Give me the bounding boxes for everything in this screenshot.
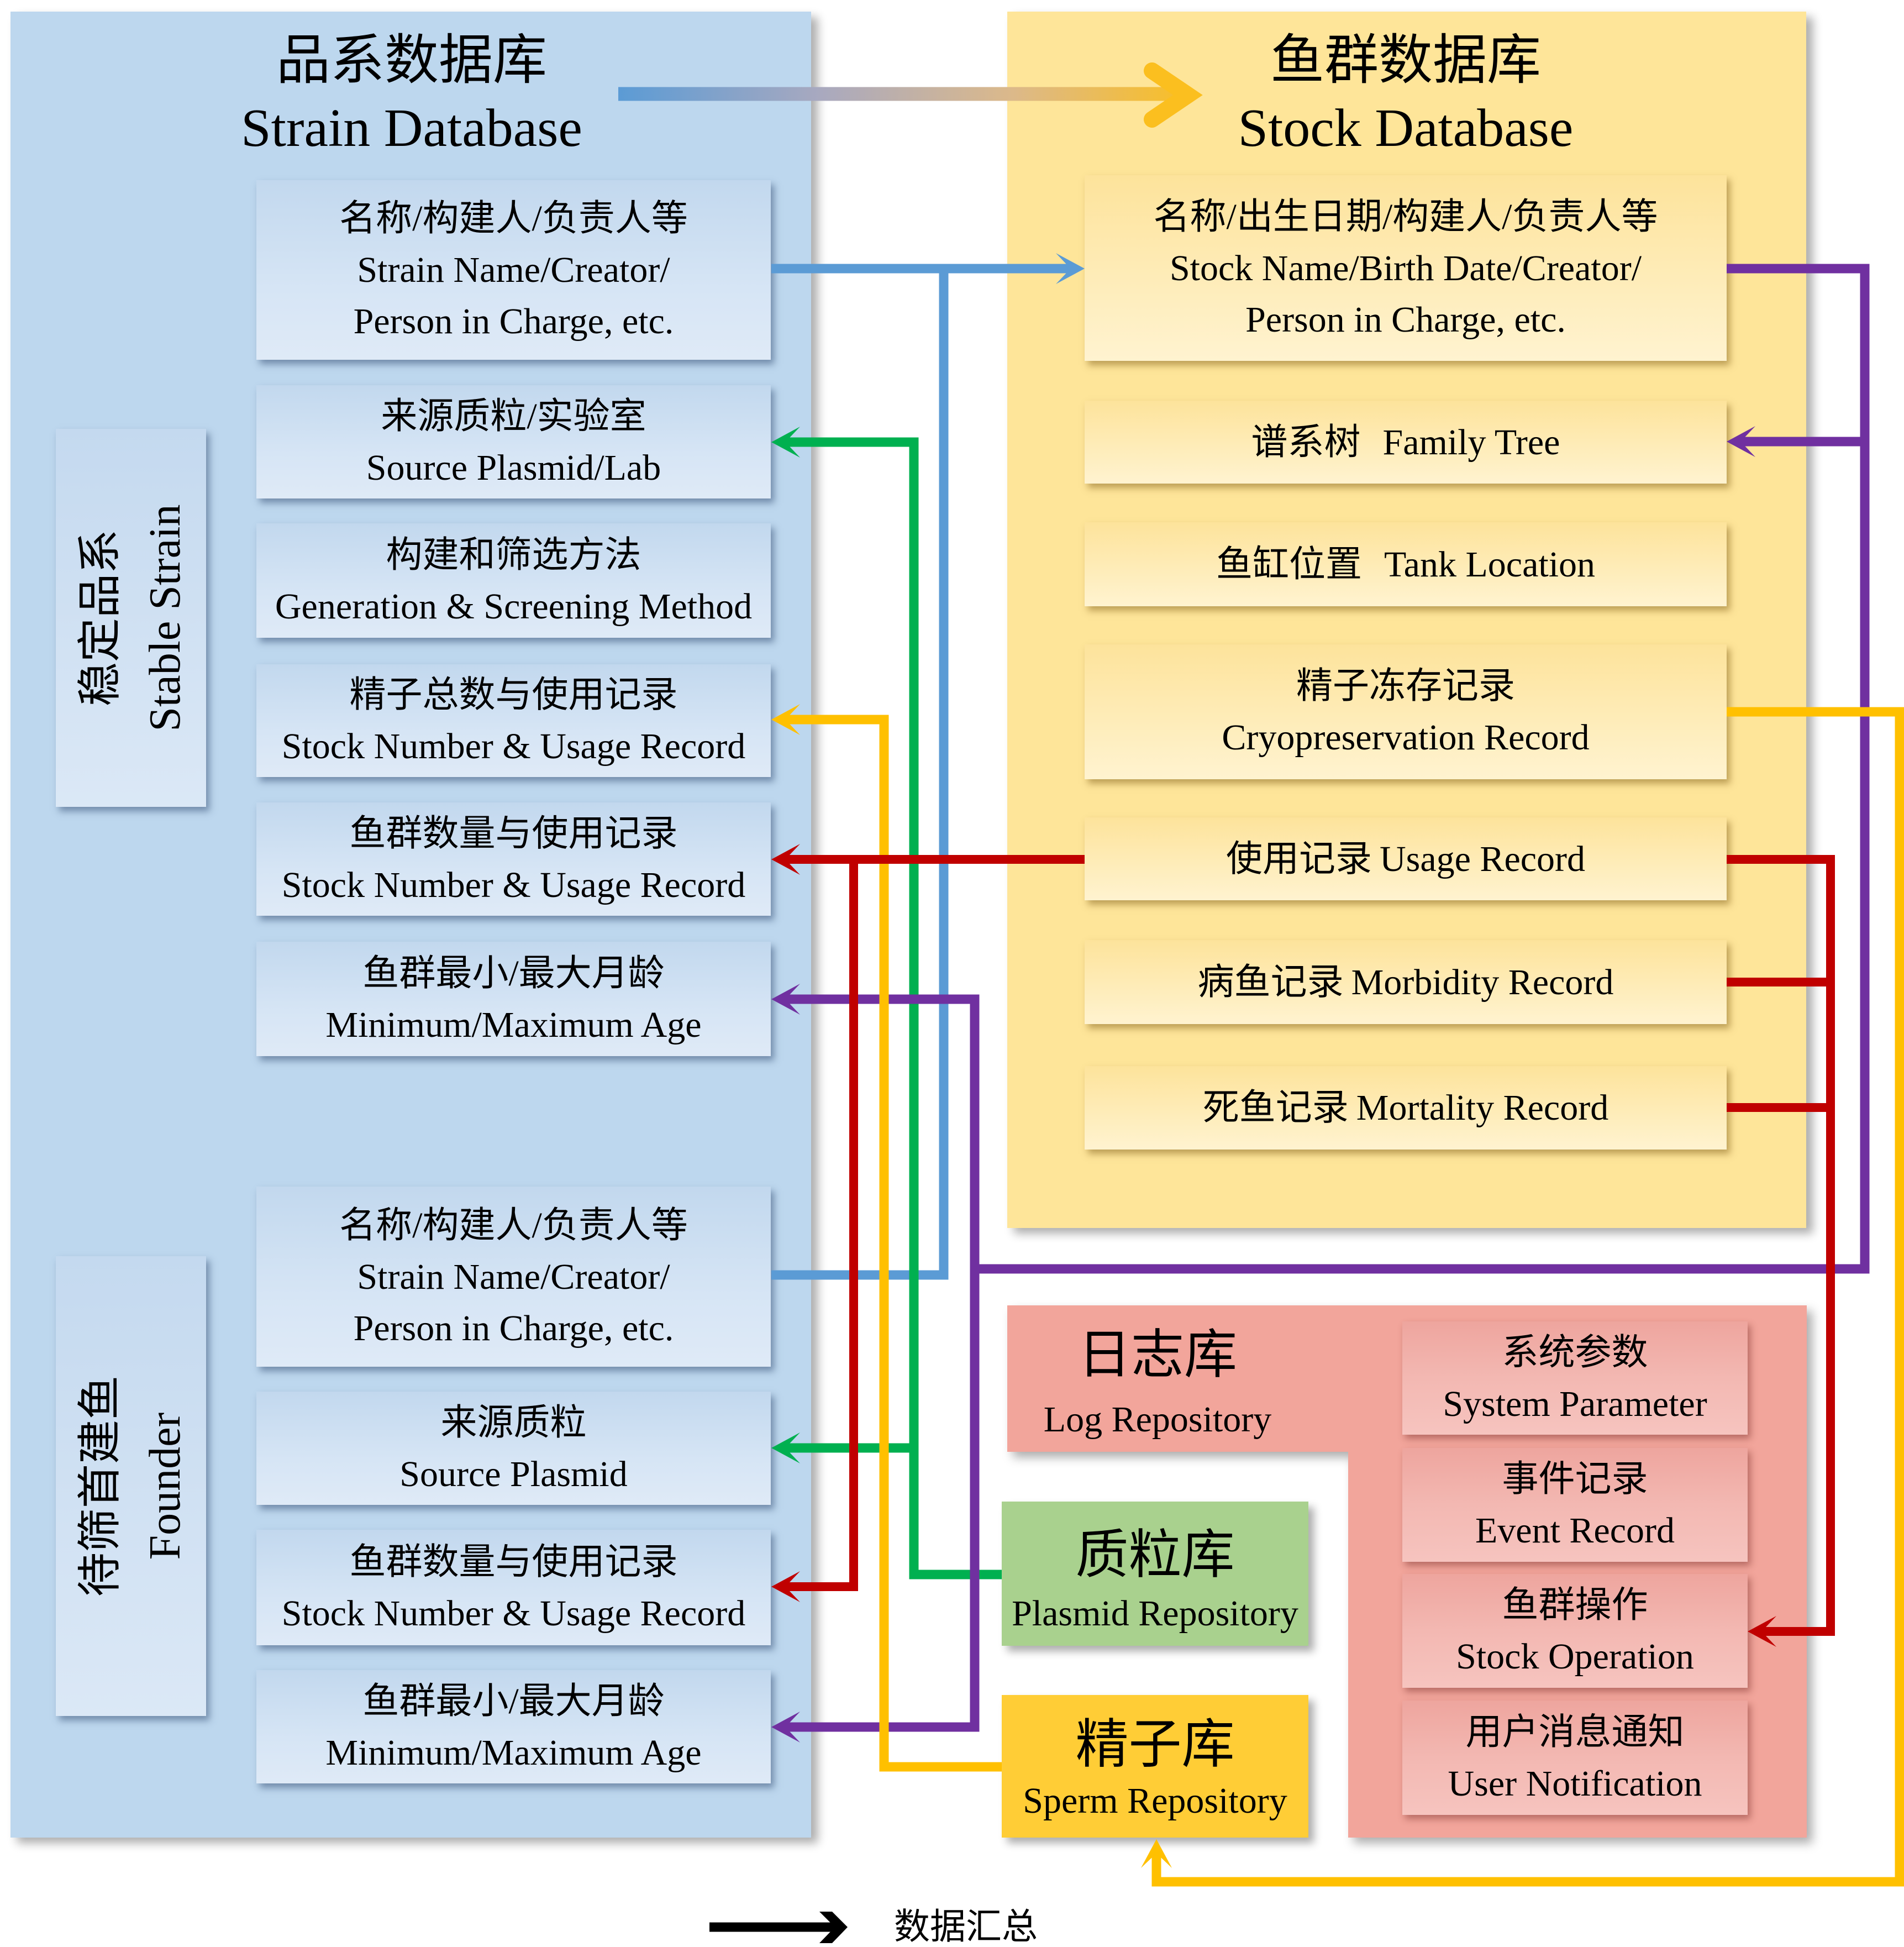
founder-item-source-plasmid: 来源质粒 Source Plasmid (256, 1392, 771, 1505)
item-label-zh: 系统参数 (1502, 1332, 1648, 1373)
connector-sperm-repo-to-sperm-usage (787, 715, 1002, 1772)
arrowhead-sperm-repo (1141, 1839, 1172, 1868)
item-label-zh: 来源质粒 (440, 1402, 587, 1443)
item-label-zh: 名称/出生日期/构建人/负责人等 (1153, 196, 1658, 237)
strain-database-title: 品系数据库 Strain Database (218, 27, 605, 162)
founder-item-name-creator: 名称/构建人/负责人等 Strain Name/Creator/ Person … (256, 1187, 771, 1367)
item-label-en: Person in Charge, etc. (353, 1308, 674, 1348)
item-label-zh: 名称/构建人/负责人等 (339, 198, 688, 239)
item-label-zh: 死鱼记录 (1202, 1088, 1349, 1128)
item-label-zh: 精子总数与使用记录 (349, 675, 678, 715)
sperm-repository-box: 精子库 Sperm Repository (1002, 1695, 1308, 1838)
connector-group-green (787, 437, 1002, 1579)
stock-item-mortality-record: 死鱼记录 Mortality Record (1085, 1066, 1727, 1150)
item-label-zh: 鱼群数量与使用记录 (349, 1541, 678, 1582)
strain-database-panel: 品系数据库 Strain Database 稳定品系 Stable Strain… (10, 12, 811, 1838)
item-label-en: Mortality Record (1356, 1088, 1609, 1128)
log-title-zh: 日志库 (1078, 1325, 1237, 1384)
stock-item-name-birth-date: 名称/出生日期/构建人/负责人等 Stock Name/Birth Date/C… (1085, 175, 1727, 361)
stock-item-morbidity-record: 病鱼记录 Morbidity Record (1085, 940, 1727, 1024)
item-label-zh: 精子冻存记录 (1296, 666, 1515, 706)
log-item-system-parameter: 系统参数 System Parameter (1402, 1321, 1748, 1435)
item-label-en: User Notification (1448, 1763, 1702, 1804)
item-label-zh: 来源质粒/实验室 (381, 396, 646, 437)
item-label-en: Stock Number & Usage Record (281, 864, 746, 905)
group-label-zh: 待筛首建鱼 (76, 1376, 125, 1597)
repo-title-zh: 精子库 (1075, 1715, 1235, 1774)
item-label-en: Source Plasmid (399, 1453, 628, 1494)
stock-item-cryopreservation: 精子冻存记录 Cryopreservation Record (1085, 644, 1727, 779)
item-label-en: Stock Operation (1456, 1636, 1694, 1677)
item-label-en: Stock Number & Usage Record (281, 726, 746, 767)
stock-item-usage-record: 使用记录 Usage Record (1085, 817, 1727, 900)
title-en: Strain Database (241, 98, 582, 158)
item-label-en: Family Tree (1382, 422, 1560, 463)
stock-database-panel: 鱼群数据库 Stock Database 名称/出生日期/构建人/负责人等 St… (1007, 12, 1806, 1228)
connector-stock-name-to-strain-age (787, 994, 980, 1269)
item-label-en: System Parameter (1443, 1383, 1707, 1424)
strain-item-source-plasmid-lab: 来源质粒/实验室 Source Plasmid/Lab (256, 385, 771, 498)
group-label-founder: 待筛首建鱼 Founder (56, 1256, 206, 1716)
strain-item-name-creator: 名称/构建人/负责人等 Strain Name/Creator/ Person … (256, 180, 771, 360)
repo-title-en: Plasmid Repository (1012, 1593, 1298, 1634)
item-label-en: Person in Charge, etc. (1245, 299, 1566, 340)
founder-item-min-max-age: 鱼群最小/最大月龄 Minimum/Maximum Age (256, 1670, 771, 1783)
strain-item-sperm-usage: 精子总数与使用记录 Stock Number & Usage Record (256, 664, 771, 777)
item-label-zh: 事件记录 (1502, 1459, 1648, 1499)
legend-arrow (709, 1912, 848, 1943)
legend-label: 数据汇总 (894, 1907, 1038, 1947)
title-zh: 品系数据库 (276, 31, 547, 91)
item-label-zh: 鱼群最小/最大月龄 (362, 953, 665, 994)
item-label-en: Strain Name/Creator/ (357, 250, 670, 290)
log-title-en: Log Repository (1043, 1399, 1272, 1440)
log-item-stock-operation: 鱼群操作 Stock Operation (1402, 1574, 1748, 1688)
group-label-en: Founder (141, 1412, 190, 1560)
item-label-zh: 鱼群操作 (1502, 1585, 1648, 1625)
group-label-zh: 稳定品系 (76, 529, 125, 706)
item-label-zh: 用户消息通知 (1465, 1712, 1685, 1752)
item-label-en: Strain Name/Creator/ (357, 1256, 670, 1297)
item-label-zh: 名称/构建人/负责人等 (339, 1205, 688, 1246)
title-zh: 鱼群数据库 (1270, 31, 1541, 91)
item-label-en: Morbidity Record (1351, 962, 1614, 1003)
item-label-zh: 构建和筛选方法 (386, 534, 641, 575)
item-label-en: Stock Number & Usage Record (281, 1593, 746, 1634)
stock-item-tank-location: 鱼缸位置 Tank Location (1085, 522, 1727, 606)
founder-item-stock-usage: 鱼群数量与使用记录 Stock Number & Usage Record (256, 1530, 771, 1645)
strain-item-stock-usage: 鱼群数量与使用记录 Stock Number & Usage Record (256, 802, 771, 916)
stock-item-family-tree: 谱系树 Family Tree (1085, 401, 1727, 484)
item-label-en: Usage Record (1379, 838, 1586, 879)
item-label-zh: 使用记录 (1225, 838, 1372, 879)
repo-title-en: Sperm Repository (1023, 1781, 1287, 1821)
item-label-en: Event Record (1475, 1510, 1675, 1551)
item-label-zh: 谱系树 (1251, 422, 1361, 463)
log-item-event-record: 事件记录 Event Record (1402, 1448, 1748, 1562)
item-label-en: Tank Location (1384, 544, 1596, 585)
strain-item-generation-method: 构建和筛选方法 Generation & Screening Method (256, 523, 771, 638)
title-en: Stock Database (1238, 98, 1574, 158)
item-label-en: Source Plasmid/Lab (366, 447, 661, 488)
item-label-en: Minimum/Maximum Age (325, 1004, 702, 1045)
item-label-en: Cryopreservation Record (1222, 717, 1590, 758)
plasmid-repository-box: 质粒库 Plasmid Repository (1002, 1502, 1308, 1646)
item-label-zh: 鱼群数量与使用记录 (349, 813, 678, 854)
item-label-zh: 鱼群最小/最大月龄 (362, 1681, 665, 1722)
item-label-en: Generation & Screening Method (275, 586, 753, 627)
item-label-en: Minimum/Maximum Age (325, 1732, 702, 1773)
item-label-en: Stock Name/Birth Date/Creator/ (1169, 248, 1642, 288)
item-label-zh: 病鱼记录 (1197, 962, 1344, 1003)
arrow-right-icon (819, 1912, 848, 1943)
item-label-en: Person in Charge, etc. (353, 301, 674, 342)
connector-plasmid-to-strain-source-plasmid (787, 437, 1002, 1579)
stock-database-title: 鱼群数据库 Stock Database (1212, 27, 1599, 162)
repo-title-zh: 质粒库 (1075, 1525, 1235, 1584)
group-label-en: Stable Strain (141, 504, 190, 732)
group-label-stable-strain: 稳定品系 Stable Strain (56, 429, 206, 807)
strain-item-min-max-age: 鱼群最小/最大月龄 Minimum/Maximum Age (256, 942, 771, 1056)
log-item-user-notification: 用户消息通知 User Notification (1402, 1701, 1748, 1815)
item-label-zh: 鱼缸位置 (1216, 544, 1362, 585)
